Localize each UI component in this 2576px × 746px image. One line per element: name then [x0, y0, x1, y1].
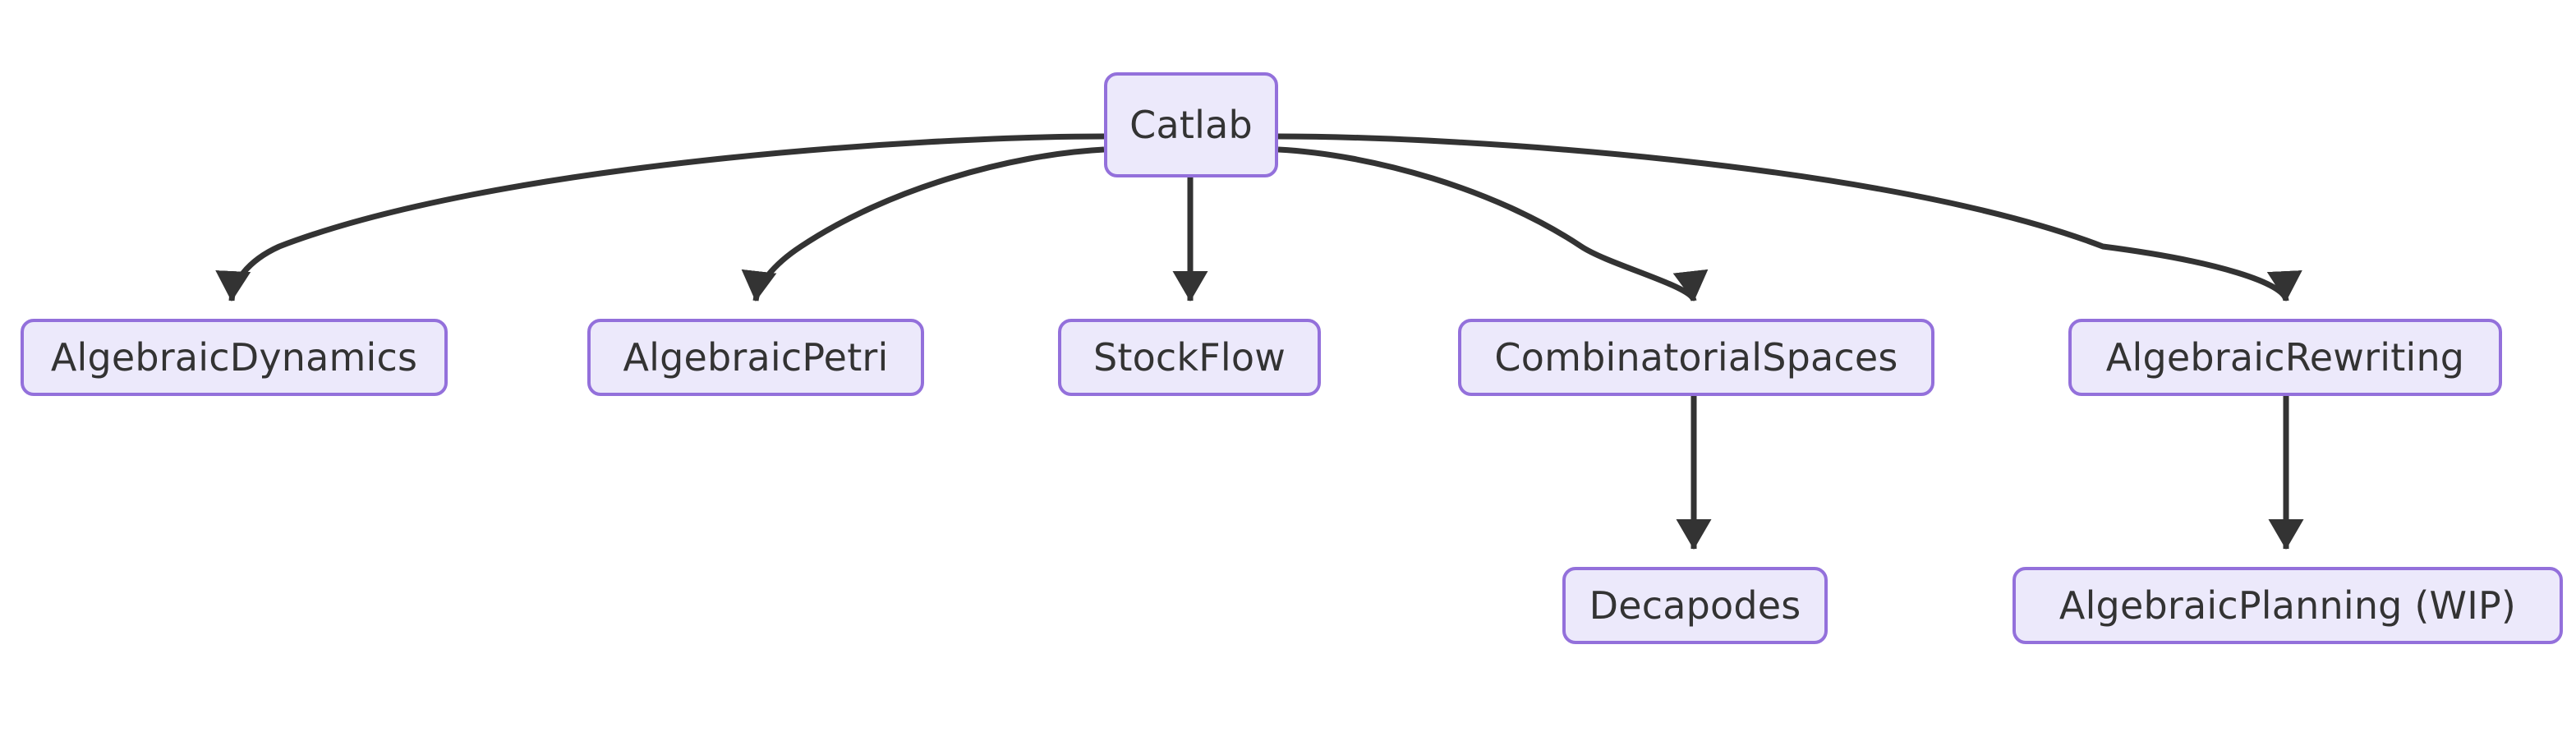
edge-catlab-to-algebraicdynamics [215, 133, 1105, 302]
node-label-stockflow: StockFlow [1092, 335, 1286, 380]
node-algebraicpetri[interactable]: AlgebraicPetri [587, 319, 924, 396]
node-decapodes[interactable]: Decapodes [1562, 567, 1828, 644]
edge-catlab-to-combinatorialspaces [1277, 146, 1709, 302]
node-algebraicplanning[interactable]: AlgebraicPlanning (WIP) [2012, 567, 2563, 644]
node-label-algebraicrewriting: AlgebraicRewriting [2105, 335, 2465, 380]
node-catlab[interactable]: Catlab [1104, 72, 1278, 177]
node-stockflow[interactable]: StockFlow [1058, 319, 1321, 396]
edge-catlab-to-algebraicpetri [741, 146, 1105, 302]
node-label-algebraicdynamics: AlgebraicDynamics [50, 335, 418, 380]
node-label-combinatorialspaces: CombinatorialSpaces [1494, 335, 1898, 380]
node-label-decapodes: Decapodes [1589, 583, 1801, 628]
node-algebraicrewriting[interactable]: AlgebraicRewriting [2068, 319, 2502, 396]
edge-catlab-to-algebraicrewriting [1277, 133, 2302, 302]
node-combinatorialspaces[interactable]: CombinatorialSpaces [1458, 319, 1934, 396]
node-algebraicdynamics[interactable]: AlgebraicDynamics [21, 319, 448, 396]
node-label-catlab: Catlab [1129, 103, 1253, 147]
node-label-algebraicplanning: AlgebraicPlanning (WIP) [2058, 583, 2517, 628]
node-label-algebraicpetri: AlgebraicPetri [623, 335, 889, 380]
